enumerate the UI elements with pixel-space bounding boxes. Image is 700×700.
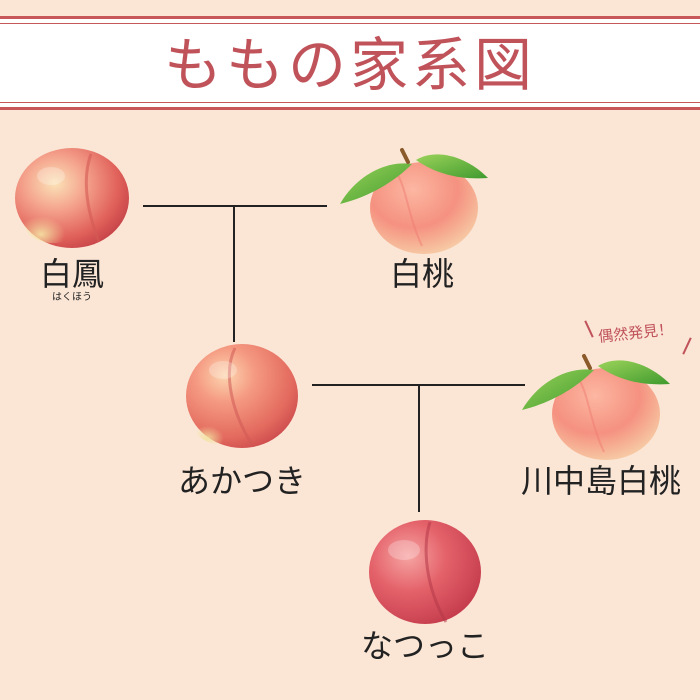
connector-hakuho-hakuto bbox=[143, 205, 327, 207]
label-natsukko: なつっこ bbox=[360, 627, 489, 665]
peach-akatsuki-image bbox=[183, 342, 301, 450]
callout-kawanakajima-note: 偶然発見！ bbox=[597, 320, 674, 346]
peach-kawanakajima-image bbox=[518, 352, 676, 462]
peach-natsukko-image bbox=[366, 518, 484, 626]
callout-right-mark bbox=[682, 337, 692, 355]
label-akatsuki: あかつき bbox=[177, 462, 306, 500]
page-title: ももの家系図 bbox=[163, 31, 536, 99]
peach-hakuho-image bbox=[13, 146, 131, 250]
connector-to-akatsuki bbox=[233, 205, 235, 342]
connector-to-natsukko bbox=[418, 384, 420, 512]
reading-hakuho: はくほう bbox=[52, 292, 92, 303]
callout-left-mark bbox=[584, 320, 594, 338]
label-hakuho: 白鳳 bbox=[39, 255, 104, 293]
peach-hakuto-image bbox=[336, 146, 494, 256]
header-band: ももの家系図 bbox=[0, 16, 700, 110]
label-kawanakajima: 川中島白桃 bbox=[520, 462, 681, 500]
label-hakuto: 白桃 bbox=[389, 255, 454, 293]
